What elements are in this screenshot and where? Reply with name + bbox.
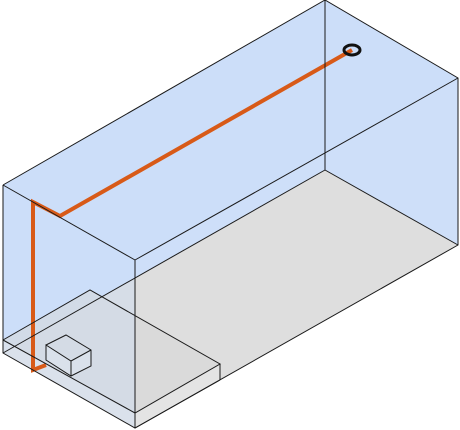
device-box-left [46, 345, 71, 376]
platform-front-left [3, 340, 135, 428]
room-back-walls [3, 0, 458, 353]
device-box-top [46, 335, 91, 361]
platform-edge-base [134, 379, 221, 429]
back-wall-left [3, 0, 325, 353]
edge-floor-back-left [2, 169, 326, 354]
edge-floor-back-right [324, 169, 459, 246]
platform-top [3, 290, 220, 413]
back-wall-right [325, 0, 458, 245]
platform-front-right [135, 364, 220, 428]
edge-ceiling-front [2, 184, 136, 261]
device-box-right [71, 350, 91, 376]
edge-ceiling-right [134, 77, 459, 261]
ceiling-outlet-ring-icon [342, 43, 362, 57]
raised-platform [3, 290, 220, 428]
device-box [46, 335, 91, 376]
ceiling-panel [3, 0, 458, 260]
